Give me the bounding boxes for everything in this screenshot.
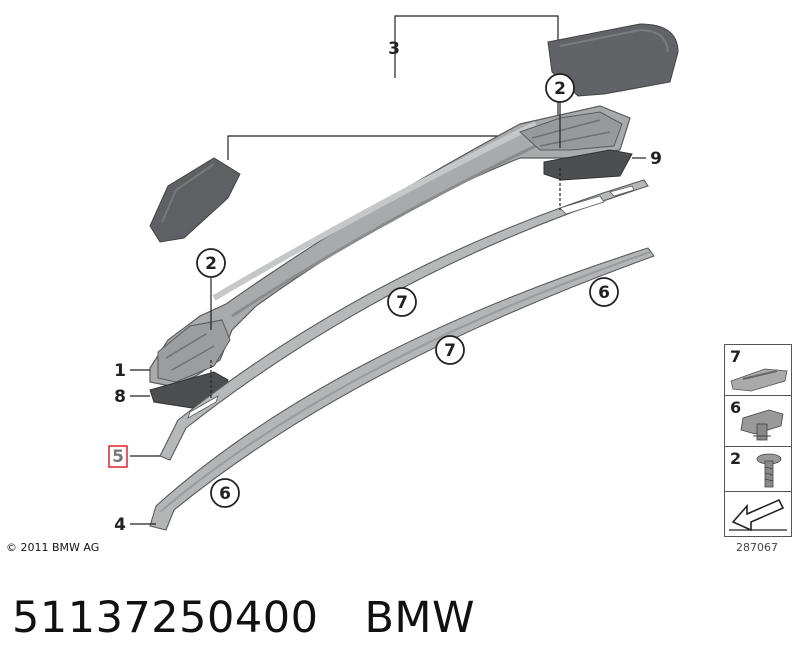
legend-number-2: 2 [730, 449, 742, 468]
next-arrow-icon [729, 498, 787, 532]
screw-icon [756, 453, 782, 488]
part-footer: 51137250400 BMW [12, 588, 475, 648]
svg-text:7: 7 [396, 293, 408, 313]
brand-name: BMW [364, 593, 476, 643]
callout-4: 4 [114, 515, 126, 535]
copyright-text: © 2011 BMW AG [6, 541, 100, 554]
front-end-cap [149, 157, 241, 243]
legend-item-fastener: 6 [724, 395, 792, 447]
svg-text:6: 6 [219, 484, 231, 504]
legend-arrow-box [724, 491, 792, 537]
callout-8: 8 [114, 387, 126, 407]
callout-circle-6-lower: 6 [210, 478, 240, 508]
part-number: 51137250400 [12, 593, 319, 643]
legend-item-clip: 7 [724, 344, 792, 396]
callout-circle-2-front: 2 [196, 248, 226, 278]
rear-pad [543, 149, 633, 181]
callout-circle-7-lower: 7 [435, 335, 465, 365]
callout-3: 3 [388, 39, 400, 59]
legend-number-6: 6 [730, 398, 742, 417]
svg-text:6: 6 [598, 283, 610, 303]
callout-circle-7-upper: 7 [387, 287, 417, 317]
callout-9: 9 [650, 149, 662, 169]
callout-5: 5 [112, 447, 124, 467]
legend-number-7: 7 [730, 347, 742, 366]
rear-end-cap [547, 23, 679, 97]
callout-circle-6-upper: 6 [589, 277, 619, 307]
callout-5-highlight: 5 [108, 445, 128, 468]
svg-text:7: 7 [444, 341, 456, 361]
legend-item-screw: 2 [724, 446, 792, 492]
roof-trim-strip [149, 247, 655, 531]
parts-diagram: 3 1 8 9 4 5 2 2 7 7 6 6 [108, 15, 679, 535]
svg-text:2: 2 [554, 79, 566, 99]
callout-circle-2-rear: 2 [545, 73, 575, 103]
svg-text:2: 2 [205, 254, 217, 274]
seal-strip [159, 179, 649, 461]
roof-rail [149, 105, 631, 387]
clip-icon [730, 368, 788, 392]
diagram-id: 287067 [736, 541, 778, 554]
callout-1: 1 [114, 361, 126, 381]
fastener-clip-icon [740, 409, 784, 441]
